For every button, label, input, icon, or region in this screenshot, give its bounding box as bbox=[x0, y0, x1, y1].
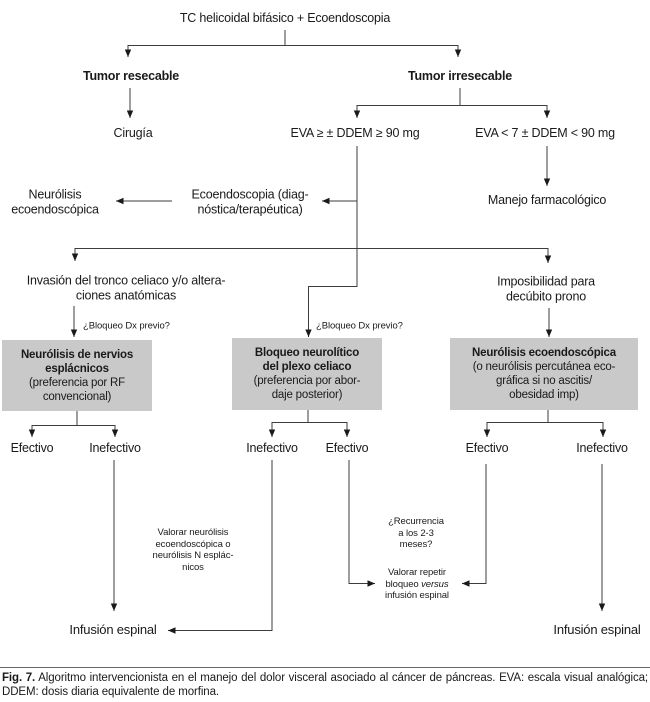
box-neurolisis-ecoendoscopica: Neurólisis ecoendoscópica (o neurólisis … bbox=[450, 338, 638, 410]
node-title: TC helicoidal bifásico + Ecoendoscopia bbox=[179, 10, 391, 25]
node-eva-bajo: EVA < 7 ± DDEM < 90 mg bbox=[475, 125, 615, 140]
node-tumor-irresecable: Tumor irresecable bbox=[407, 68, 513, 83]
box-neurolisis-esplacnicos-sub: (preferencia por RF convencional) bbox=[29, 376, 125, 403]
box-neurolisis-esplacnicos-title: Neurólisis de nervios esplácnicos bbox=[20, 348, 134, 375]
arrow-mid-inefectivo-to-infusion bbox=[168, 460, 273, 634]
node-infusion-espinal-der: Infusión espinal bbox=[553, 621, 641, 637]
node-eva-alto: EVA ≥ ± DDEM ≥ 90 mg bbox=[290, 125, 420, 140]
outcome-centro-inefectivo: Inefectivo bbox=[246, 440, 298, 455]
box-bloqueo-plexo: Bloqueo neurolítico del plexo celiaco (p… bbox=[232, 338, 382, 410]
box-neurolisis-ecoendoscopica-sub: (o neurólisis percutánea eco- gráfica si… bbox=[472, 361, 616, 401]
note-recurrencia: ¿Recurrencia a los 2-3 meses? bbox=[388, 515, 444, 550]
note-valorar-neurolisis: Valorar neurólisis ecoendoscópica o neur… bbox=[152, 527, 234, 573]
note-valorar-repetir-l2a: bloqueo bbox=[385, 578, 422, 590]
node-manejo-farmacologico: Manejo farmacológico bbox=[487, 192, 607, 207]
note-valorar-repetir-versus: versus bbox=[421, 578, 449, 590]
figure-caption-text: Algoritmo intervencionista en el manejo … bbox=[2, 672, 649, 698]
node-invasion-tronco: Invasión del tronco celiaco y/o altera- … bbox=[26, 273, 226, 303]
node-infusion-espinal-izq: Infusión espinal bbox=[69, 621, 157, 637]
central-line-to-plexo bbox=[305, 146, 358, 337]
box-neurolisis-ecoendoscopica-title: Neurólisis ecoendoscópica bbox=[472, 347, 616, 359]
arrow-mid-efectivo-to-valorar bbox=[348, 460, 375, 587]
box-bloqueo-plexo-sub: (preferencia por abor- daje posterior) bbox=[253, 375, 361, 401]
note-valorar-repetir: Valorar repetir bloqueo versus infusión … bbox=[385, 567, 449, 602]
node-cirugia: Cirugía bbox=[113, 125, 153, 140]
outcome-centro-efectivo: Efectivo bbox=[325, 440, 369, 455]
node-imposibilidad: Imposibilidad para decúbito prono bbox=[497, 274, 595, 304]
arrow-right-efectivo-to-valorar bbox=[462, 464, 487, 587]
label-bloqueo-dx-centro: ¿Bloqueo Dx previo? bbox=[316, 320, 403, 332]
note-valorar-repetir-l1: Valorar repetir bbox=[387, 566, 446, 578]
node-tumor-resecable: Tumor resecable bbox=[82, 68, 180, 83]
figure-caption-number: Fig. 7. bbox=[2, 672, 36, 684]
outcome-izq-efectivo: Efectivo bbox=[10, 440, 54, 455]
box-neurolisis-esplacnicos: Neurólisis de nervios esplácnicos (prefe… bbox=[2, 340, 152, 411]
node-neurolisis-ecoendoscopica: Neurólisis ecoendoscópica bbox=[11, 187, 99, 217]
outcome-der-inefectivo: Inefectivo bbox=[576, 440, 628, 455]
node-ecoendoscopia-diag: Ecoendoscopia (diag- nóstica/terapéutica… bbox=[191, 187, 309, 217]
figure-caption: Fig. 7. Algoritmo intervencionista en el… bbox=[2, 672, 648, 700]
outcome-izq-inefectivo: Inefectivo bbox=[89, 440, 141, 455]
note-valorar-repetir-l3: infusión espinal bbox=[385, 589, 449, 601]
box-bloqueo-plexo-title: Bloqueo neurolítico del plexo celiaco bbox=[254, 347, 360, 373]
flow-arrows bbox=[28, 30, 607, 634]
outcome-der-efectivo: Efectivo bbox=[465, 440, 509, 455]
label-bloqueo-dx-izq: ¿Bloqueo Dx previo? bbox=[83, 320, 170, 332]
